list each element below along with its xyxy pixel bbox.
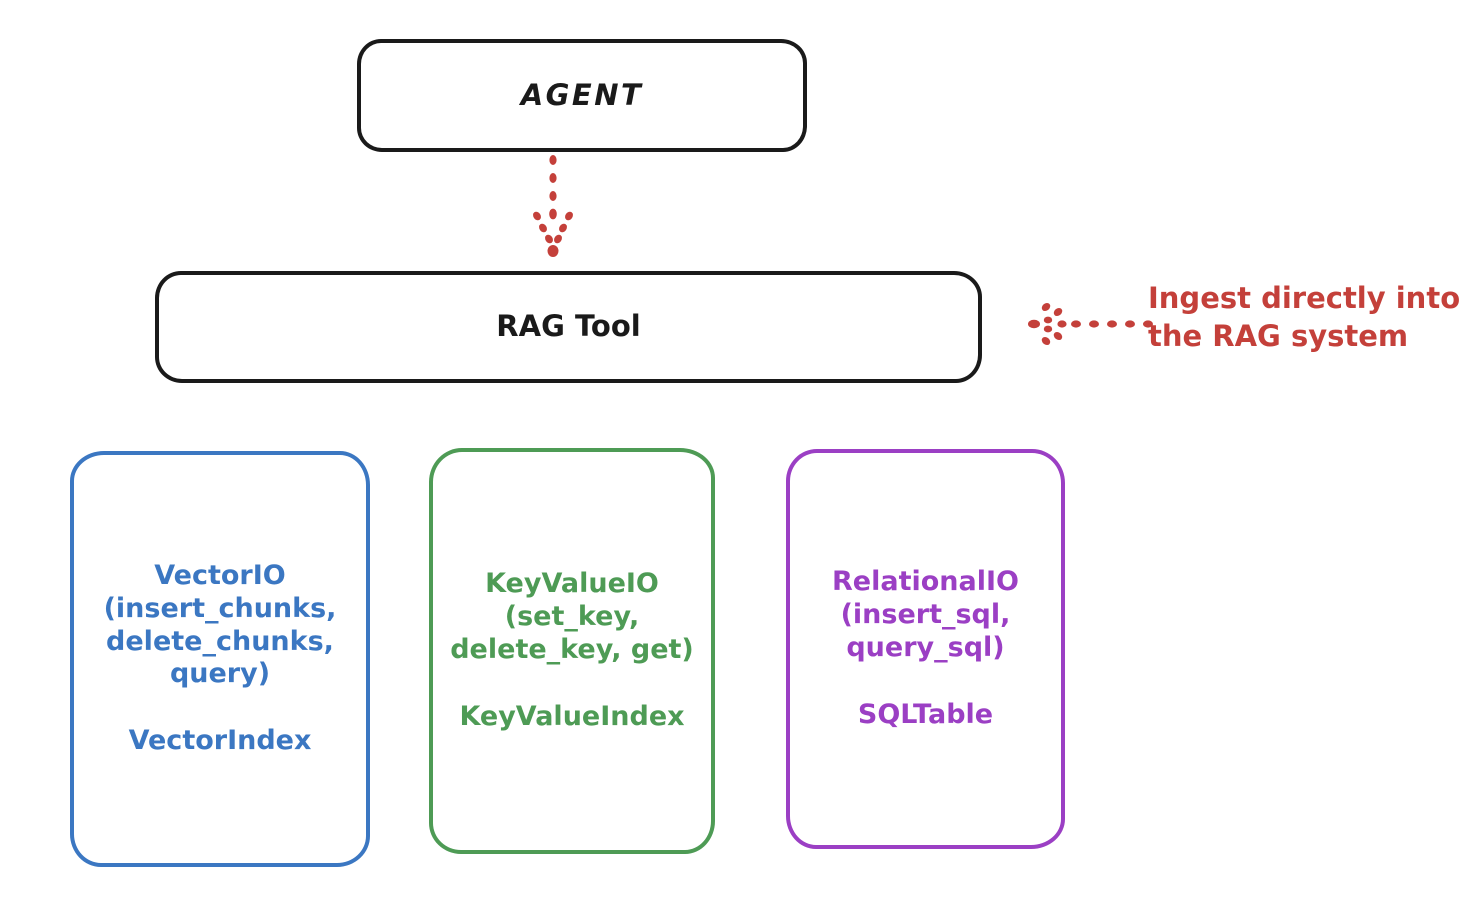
annotation-ingest-note: Ingest directly into the RAG system bbox=[1148, 281, 1461, 353]
node-key-value-io[interactable]: KeyValueIO (set_key, delete_key, get) Ke… bbox=[429, 448, 715, 854]
node-key-value-io-api: KeyValueIO (set_key, delete_key, get) bbox=[450, 568, 694, 665]
node-agent[interactable]: AGENT bbox=[357, 39, 807, 152]
node-key-value-index-label: KeyValueIndex bbox=[459, 700, 685, 732]
node-relational-io-api: RelationalIO (insert_sql, query_sql) bbox=[832, 566, 1019, 663]
node-vector-io[interactable]: VectorIO (insert_chunks, delete_chunks, … bbox=[70, 451, 370, 867]
node-sql-table-label: SQLTable bbox=[857, 698, 994, 730]
node-rag-tool-label: RAG Tool bbox=[496, 309, 641, 344]
node-vector-io-api: VectorIO (insert_chunks, delete_chunks, … bbox=[103, 559, 337, 690]
connector-ingest-to-rag-tool bbox=[1028, 302, 1153, 346]
node-vector-index-label: VectorIndex bbox=[128, 725, 312, 757]
connector-agent-to-rag-tool bbox=[533, 155, 573, 257]
node-relational-io[interactable]: RelationalIO (insert_sql, query_sql) SQL… bbox=[786, 449, 1065, 849]
node-agent-label: AGENT bbox=[520, 77, 644, 112]
node-rag-tool[interactable]: RAG Tool bbox=[155, 271, 982, 383]
